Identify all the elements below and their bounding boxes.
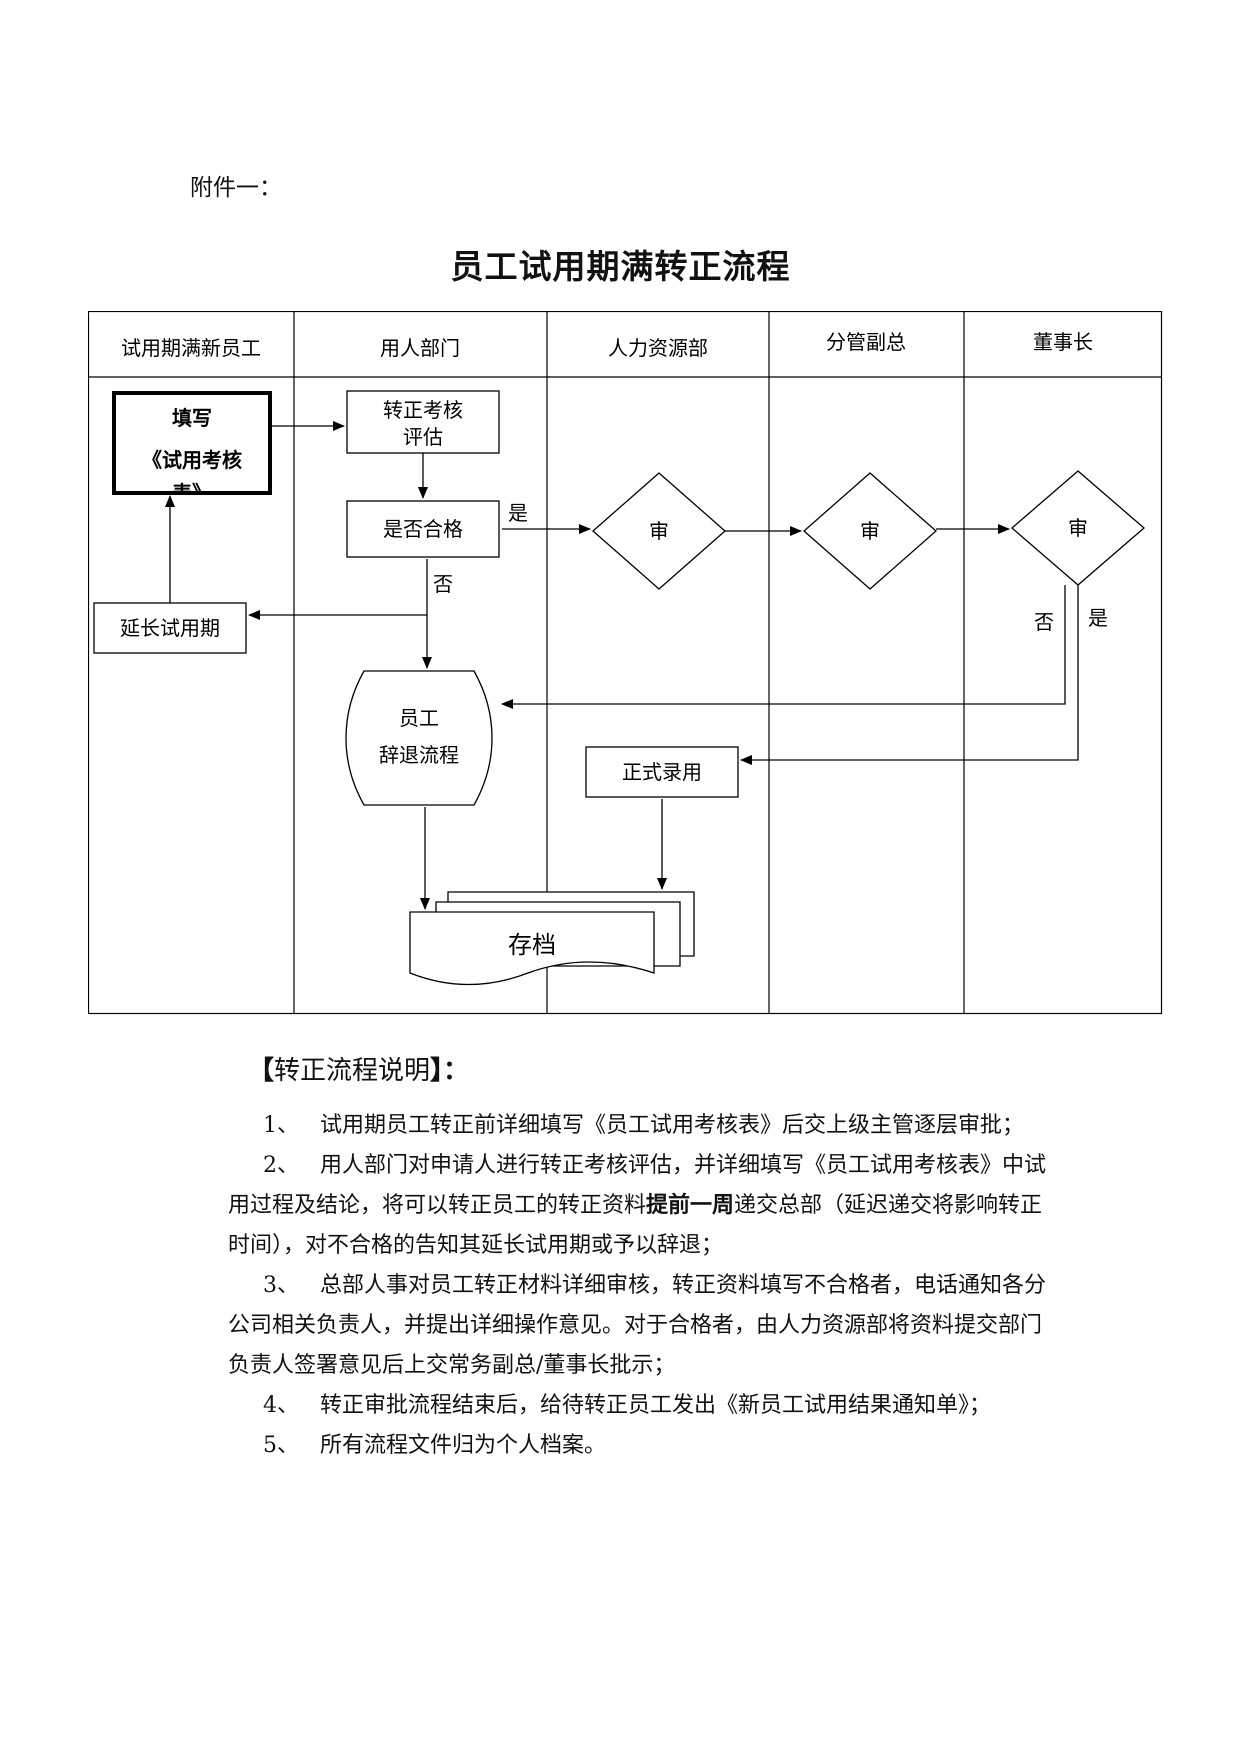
label-qualified-no: 否 (433, 572, 453, 596)
list-item: 4、转正审批流程结束后，给待转正员工发出《新员工试用结果通知单》； (228, 1386, 1060, 1426)
item-number: 3、 (263, 1273, 299, 1298)
evaluate-line1: 转正考核 (383, 398, 463, 422)
extend-text: 延长试用期 (120, 616, 220, 640)
item-text: 用人部门对申请人进行转正考核评估，并详细填写《员工试用考核表》中试用过程及结论，… (228, 1153, 1047, 1218)
dismiss-process-node (345, 670, 493, 806)
fill-form-line2: 《试用考核 (142, 448, 242, 472)
qualified-node (346, 500, 500, 558)
explanation-heading: 【转正流程说明】： (248, 1050, 469, 1087)
attachment-label: 附件一： (190, 175, 282, 201)
list-item: 2、用人部门对申请人进行转正考核评估，并详细填写《员工试用考核表》中试用过程及结… (228, 1146, 1060, 1266)
heading-text: 转正流程说明 (274, 1056, 431, 1086)
dismiss-line2: 辞退流程 (379, 743, 459, 767)
formal-hire-node (585, 746, 739, 798)
label-qualified-yes: 是 (508, 501, 528, 525)
heading-bracket-open: 【 (248, 1056, 275, 1086)
label-chair-no: 否 (1034, 610, 1054, 634)
list-item: 3、总部人事对员工转正材料详细审核，转正资料填写不合格者，电话通知各分公司相关负… (228, 1266, 1060, 1386)
item-number: 1、 (263, 1113, 299, 1138)
fill-form-text-area: 填写 《试用考核 表》 (142, 406, 242, 505)
fill-form-line3: 表》 (172, 481, 212, 505)
item-text-emphasis: 提前一周 (646, 1193, 735, 1218)
qualified-text: 是否合格 (383, 517, 463, 541)
lane-header-hr: 人力资源部 (608, 336, 708, 360)
fill-form-line1: 填写 (172, 406, 212, 430)
lane-header-new-employee: 试用期满新员工 (121, 336, 261, 360)
evaluate-node (346, 390, 500, 454)
item-number: 5、 (263, 1433, 299, 1458)
hire-text: 正式录用 (622, 760, 702, 784)
list-item: 5、所有流程文件归为个人档案。 (228, 1426, 1060, 1466)
swimlane-frame (88, 311, 1163, 1015)
explanation-list: 1、试用期员工转正前详细填写《员工试用考核表》后交上级主管逐层审批； 2、用人部… (228, 1106, 1060, 1466)
extend-probation-node (93, 602, 247, 654)
item-text: 试用期员工转正前详细填写《员工试用考核表》后交上级主管逐层审批； (320, 1113, 1025, 1138)
review-hr-text: 审 (649, 519, 669, 543)
arrow-chair-no-to-dismiss (501, 585, 1066, 709)
review-vp-text: 审 (860, 519, 880, 543)
label-chair-yes: 是 (1088, 606, 1108, 630)
review-hr-diamond (592, 472, 726, 590)
fill-form-node (112, 391, 272, 495)
item-text: 递交总部（延迟递交将影响转正时间），对不合格的告知其延长试用期或予以辞退； (228, 1193, 1043, 1258)
review-vp-diamond (803, 472, 937, 590)
arrow-chair-yes-to-hire (740, 585, 1079, 765)
archive-text: 存档 (508, 931, 556, 959)
archive-node (409, 891, 695, 986)
lane-header-vp: 分管副总 (826, 330, 906, 354)
heading-bracket-close: 】： (430, 1056, 470, 1086)
item-text: 所有流程文件归为个人档案。 (320, 1433, 607, 1458)
item-text: 总部人事对员工转正材料详细审核，转正资料填写不合格者，电话通知各分公司相关负责人… (228, 1273, 1047, 1378)
list-item: 1、试用期员工转正前详细填写《员工试用考核表》后交上级主管逐层审批； (228, 1106, 1060, 1146)
item-number: 4、 (263, 1393, 299, 1418)
flowchart: 试用期满新员工 用人部门 人力资源部 分管副总 董事长 填写 《试用考核 表》 … (88, 311, 1163, 1015)
page-title: 员工试用期满转正流程 (450, 247, 791, 286)
dismiss-line1: 员工 (399, 706, 439, 730)
review-chair-text: 审 (1068, 516, 1088, 540)
lane-header-chairman: 董事长 (1033, 330, 1093, 354)
item-number: 2、 (263, 1153, 299, 1178)
lane-header-department: 用人部门 (380, 336, 460, 360)
evaluate-line2: 评估 (403, 425, 443, 449)
item-text: 转正审批流程结束后，给待转正员工发出《新员工试用结果通知单》； (320, 1393, 992, 1418)
